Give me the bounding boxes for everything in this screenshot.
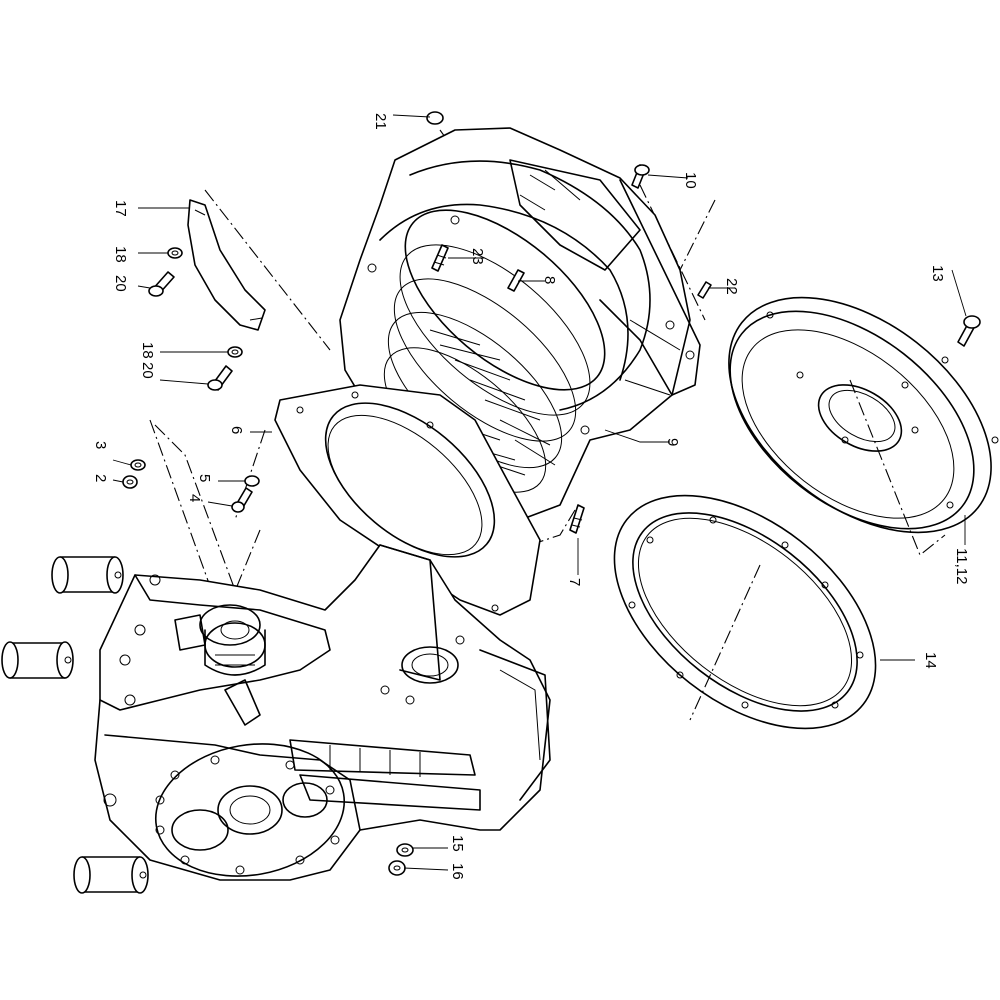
callout-3: 3	[92, 441, 109, 449]
callout-18a: 18	[112, 246, 129, 263]
callout-10: 10	[682, 172, 699, 189]
mount-cylinder-bottom	[73, 856, 149, 894]
transmission-body	[94, 544, 551, 881]
cover-plate-11-12	[728, 296, 999, 534]
callout-labels: 21 10 17 18 20 23 8 22 13 18 20 6 9 3 2 …	[92, 113, 970, 880]
callout-13: 13	[929, 265, 946, 282]
mount-cylinder-top	[51, 556, 124, 594]
adapter-plate-6	[274, 384, 541, 616]
callout-21: 21	[372, 113, 389, 130]
callout-16: 16	[449, 863, 466, 880]
callout-22: 22	[723, 278, 740, 295]
leader-lines	[112, 114, 967, 871]
gasket-14	[613, 494, 877, 730]
callout-9: 9	[664, 438, 681, 446]
callout-11-12: 11,12	[953, 548, 970, 584]
callout-5: 5	[196, 474, 213, 482]
callout-6: 6	[228, 426, 245, 434]
callout-17: 17	[112, 200, 129, 217]
hardware-parts	[122, 111, 981, 876]
callout-4: 4	[186, 494, 203, 502]
callout-20b: 20	[139, 362, 156, 379]
callout-14: 14	[922, 652, 939, 669]
callout-15: 15	[449, 835, 466, 852]
callout-18b: 18	[139, 342, 156, 359]
callout-7: 7	[566, 578, 583, 586]
guard-plate-17	[187, 199, 266, 331]
callout-2: 2	[92, 474, 109, 482]
callout-8: 8	[541, 276, 558, 284]
mount-cylinder-middle	[1, 641, 74, 679]
callout-23: 23	[469, 248, 486, 265]
callout-20a: 20	[112, 275, 129, 292]
